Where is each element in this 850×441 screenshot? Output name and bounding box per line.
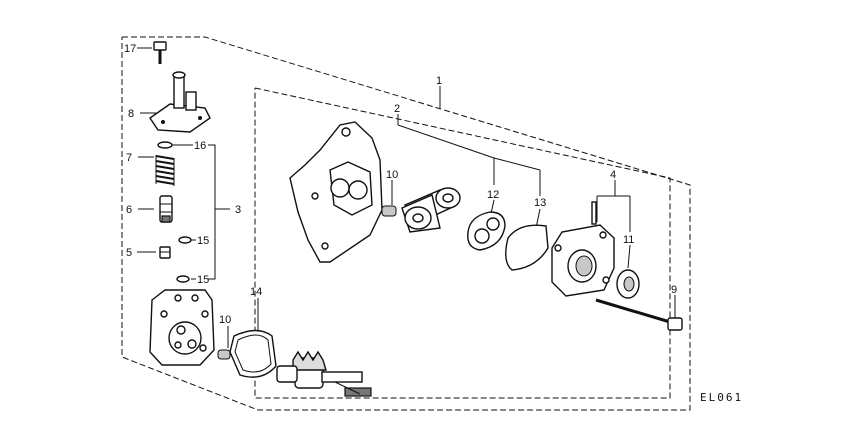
part-10-dowel-pin-right [381,205,397,217]
callout-7: 7 [126,152,132,164]
callout-17: 17 [124,43,136,55]
callout-15-lower: 15 [197,274,209,286]
part-15-o-ring-upper [178,236,192,244]
pump-front-housing [149,289,215,366]
callout-3: 3 [235,204,241,216]
leader-lines [137,47,676,348]
callout-12: 12 [487,189,499,201]
callout-2: 2 [394,103,400,115]
part-12-side-plate [467,211,506,251]
callout-1: 1 [436,75,442,87]
part-16-o-ring [157,141,173,149]
callout-8: 8 [128,108,134,120]
part-5-plug [159,246,171,259]
part-4-rear-cover [551,201,615,297]
callout-13: 13 [534,197,546,209]
assembly-outline-1 [121,36,691,411]
part-9-through-bolt [595,298,683,331]
part-8-outlet-cover [149,71,211,133]
part-11-oil-seal [616,269,640,299]
part-7-spring [155,155,175,186]
callout-9: 9 [671,284,677,296]
part-10-dowel-pin-left [217,349,231,360]
part-17-bolt [153,41,167,64]
part-2-pump-housing [289,121,383,263]
part-6-flow-valve [159,195,173,223]
pump-gear-shaft [276,350,372,397]
callout-10-left: 10 [219,314,231,326]
part-13-large-o-ring [505,224,549,271]
callout-10-right: 10 [386,169,398,181]
diagram-code: EL061 [700,391,743,404]
callout-15-upper: 15 [197,235,209,247]
callout-14: 14 [250,286,262,298]
callout-labels: 1 2 3 4 5 6 7 8 9 10 10 11 12 13 14 15 1… [124,43,743,404]
callout-11: 11 [623,234,634,246]
part-15-o-ring-lower [176,275,190,283]
callout-16: 16 [194,140,206,152]
assembly-outline-2 [254,87,671,399]
callout-5: 5 [126,247,132,259]
callout-4: 4 [610,169,616,181]
callout-6: 6 [126,204,132,216]
pump-bushings [401,187,461,233]
part-14-gasket [229,329,277,378]
